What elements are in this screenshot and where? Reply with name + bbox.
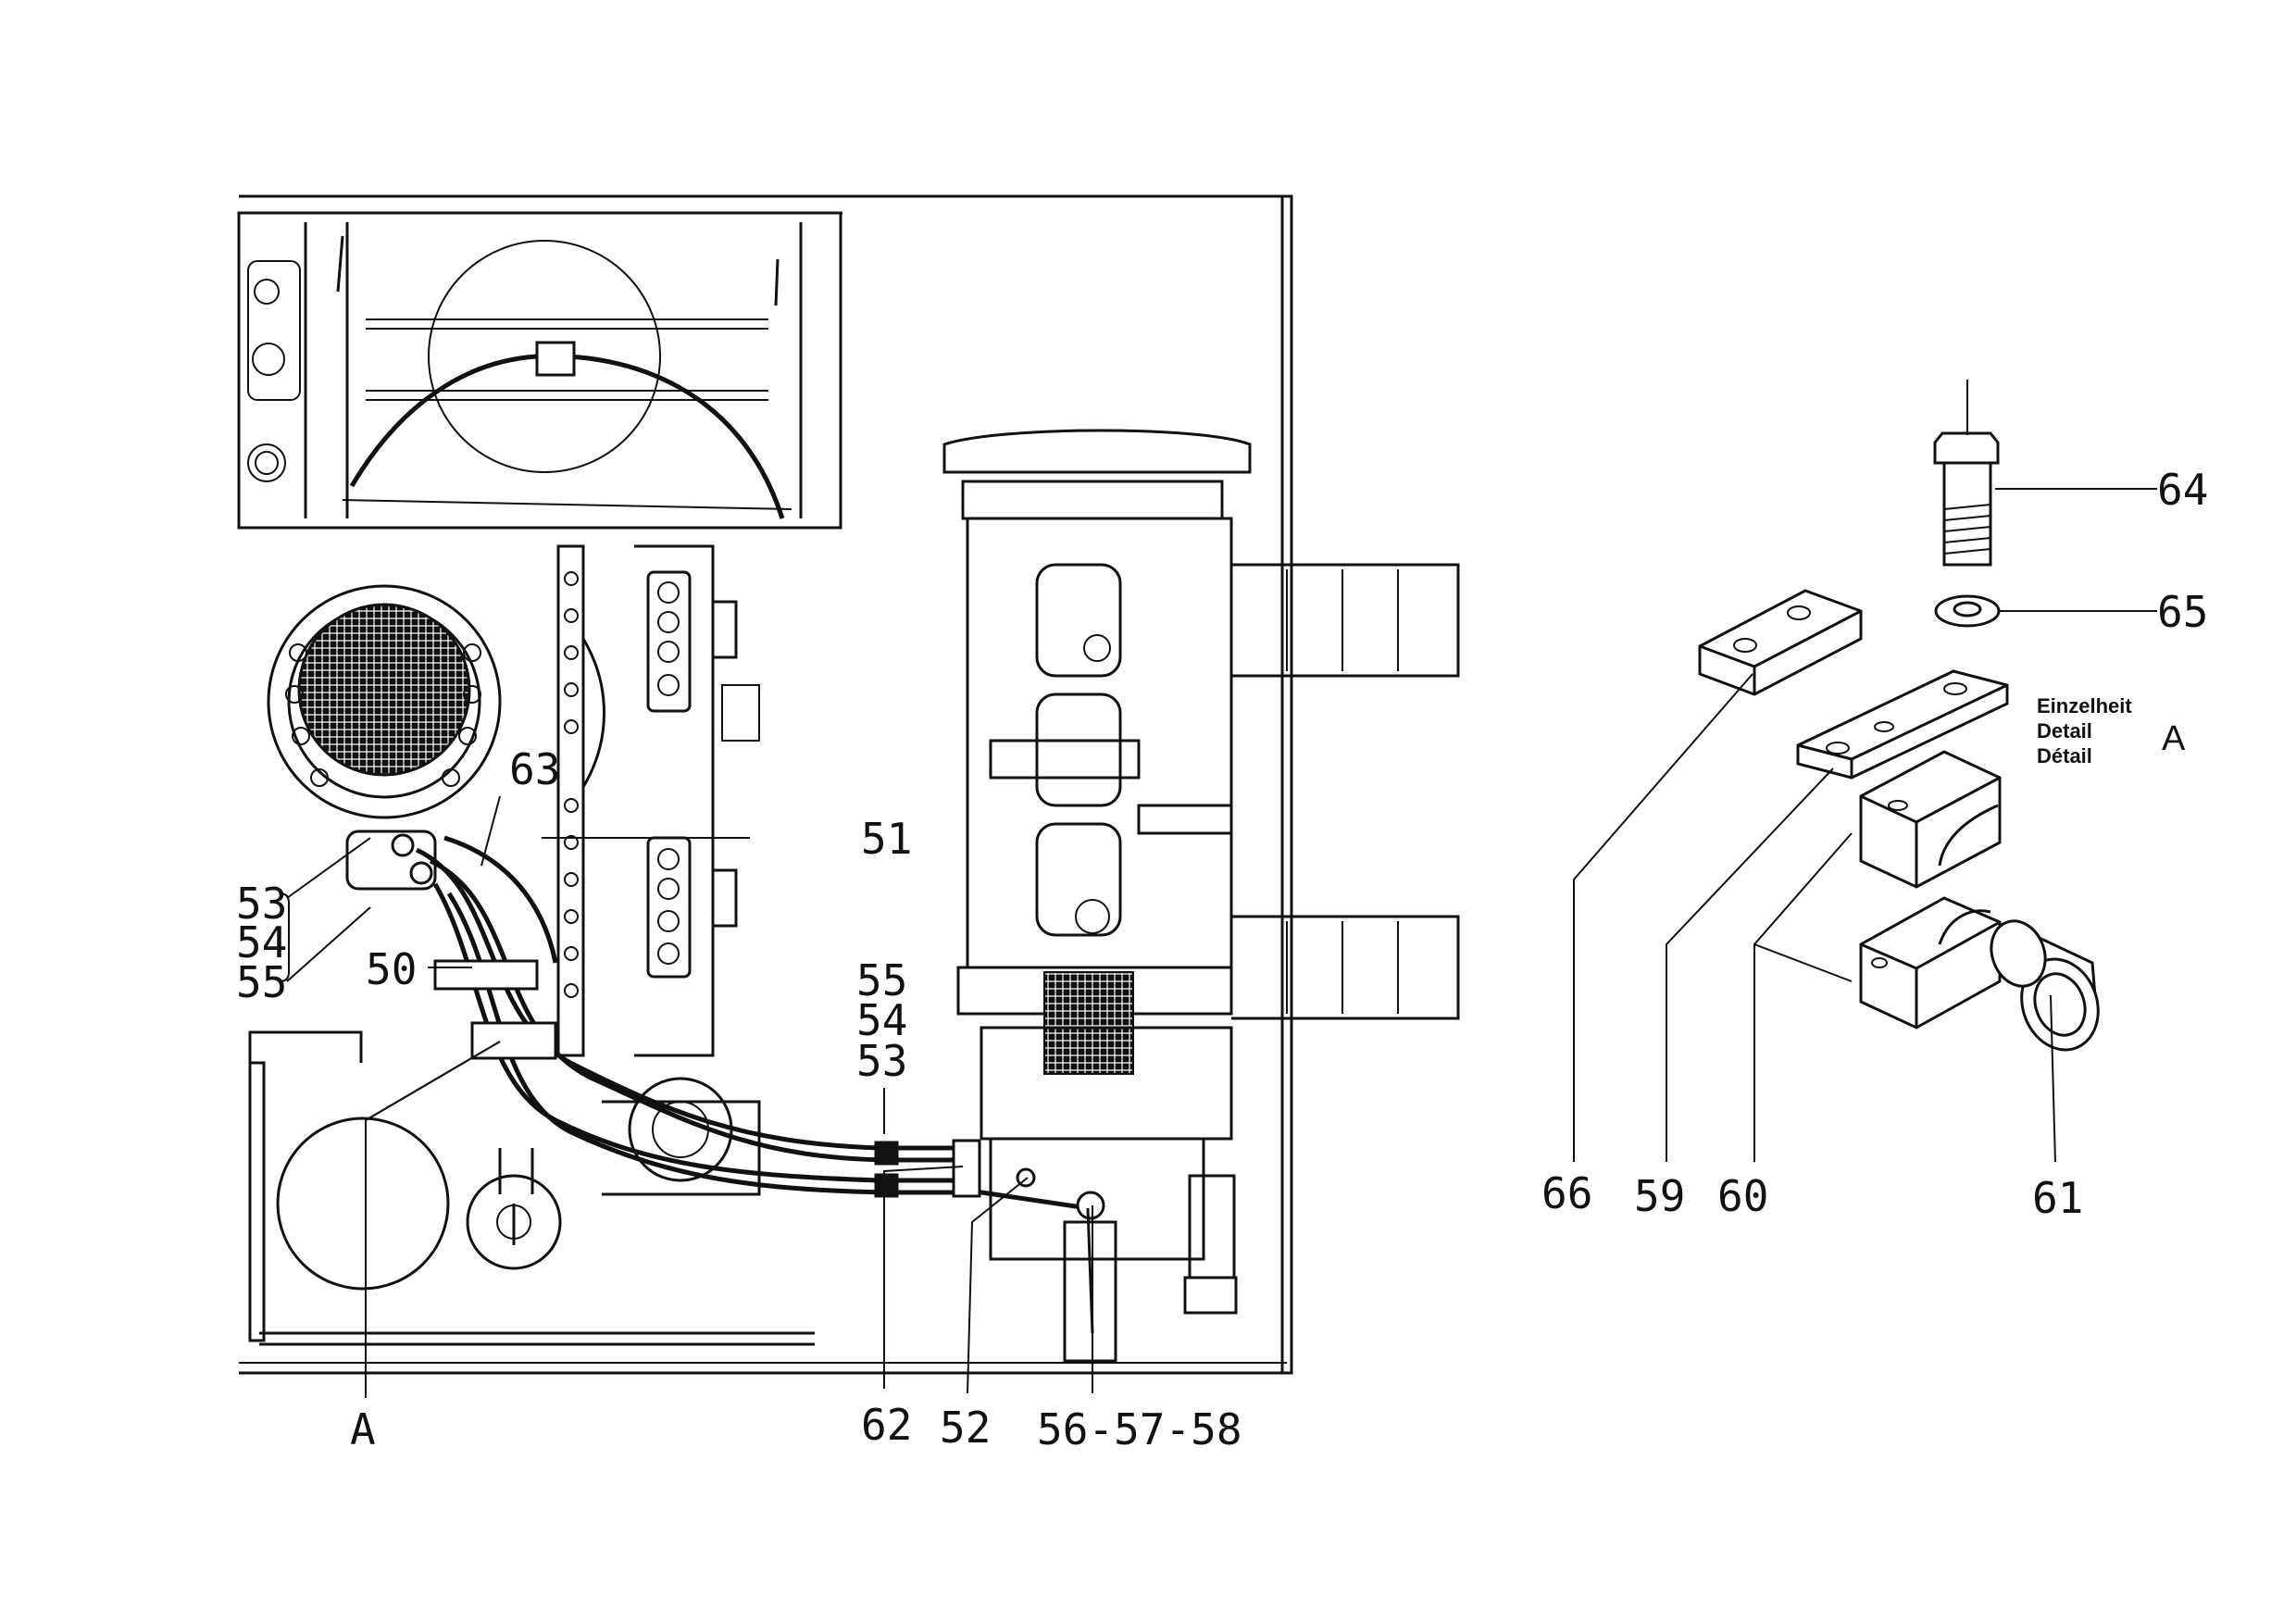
label-64: 64 [2157, 465, 2208, 515]
label-65: 65 [2157, 587, 2208, 637]
leader-lines [286, 795, 1093, 1398]
detail-leaders [1573, 673, 2056, 1163]
label-63: 63 [509, 744, 560, 794]
part-labels: 63 51 53 54 55 50 55 54 53 A 62 52 56-57… [236, 465, 2208, 1454]
label-52: 52 [940, 1403, 991, 1453]
valve-blocks [556, 544, 760, 1057]
label-54-left: 54 [236, 917, 287, 967]
label-50: 50 [366, 944, 417, 994]
label-51: 51 [861, 814, 912, 864]
pipe-junction [1016, 1167, 1105, 1334]
hydraulic-hoses [415, 835, 1089, 1211]
label-a: A [350, 1404, 376, 1454]
detail-a-plate-66 [1698, 589, 1863, 696]
label-66: 66 [1541, 1168, 1592, 1218]
detail-a-bolt [1933, 380, 2157, 628]
label-60: 60 [1717, 1171, 1768, 1221]
detail-caption-en: Detail [2037, 719, 2092, 742]
detail-a-bushing-61 [1990, 919, 2100, 1052]
left-lower-machinery [248, 1030, 815, 1346]
detail-caption-fr: Détail [2037, 744, 2092, 767]
detail-a-plate-59 [1796, 669, 2009, 780]
label-brace [279, 892, 290, 982]
label-61: 61 [2032, 1173, 2083, 1223]
detail-a-clamp-60 [1859, 750, 2002, 1029]
engine-block [942, 429, 1460, 1363]
label-62: 62 [861, 1400, 912, 1450]
label-55-left: 55 [236, 957, 287, 1007]
label-56-57-58: 56-57-58 [1037, 1404, 1242, 1454]
label-53-right: 53 [856, 1036, 907, 1086]
detail-caption-letter: A [2162, 719, 2186, 758]
machine-frame [237, 194, 1293, 1375]
label-53-left: 53 [236, 879, 287, 929]
label-59: 59 [1634, 1171, 1685, 1221]
detail-caption-de: Einzelheit [2037, 694, 2132, 717]
label-54-right: 54 [856, 995, 907, 1045]
label-55-right: 55 [856, 955, 907, 1005]
suction-filter [267, 584, 502, 891]
